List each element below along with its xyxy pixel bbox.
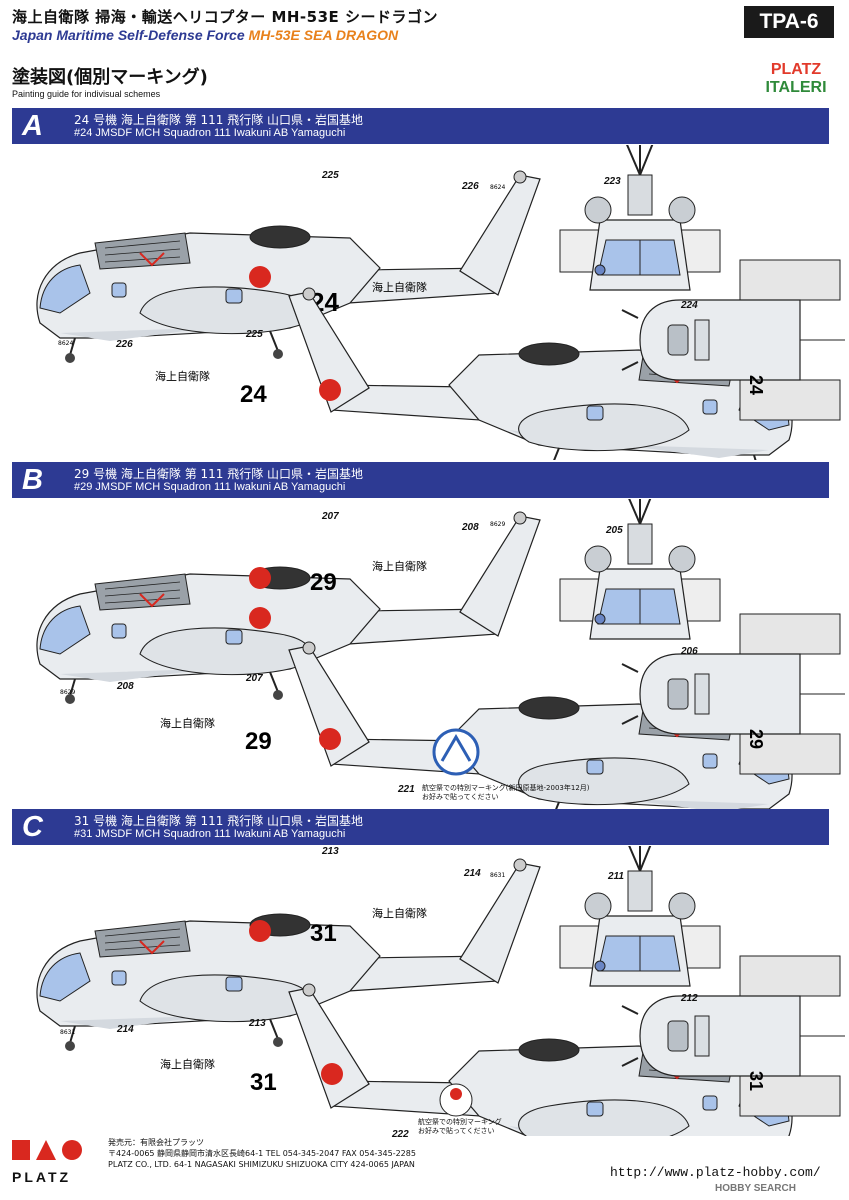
- publisher-info: 発売元：有限会社プラッツ 〒424-0065 静岡県静岡市清水区長崎64-1 T…: [108, 1137, 416, 1170]
- guide-title-jp: 塗装図(個別マーキング): [12, 67, 208, 88]
- lower-tail-serial: 8631: [60, 1029, 75, 1036]
- ref-211: 211: [608, 871, 624, 882]
- section-c-front-view: [559, 846, 721, 987]
- section-b-lower-overlay: 29 海上自衛隊 8629: [60, 689, 480, 776]
- lower-side-number: 24: [240, 381, 267, 408]
- section-b-front-view: [559, 499, 721, 640]
- section-a-lower-overlay: 24 海上自衛隊 8624: [58, 340, 341, 408]
- section-c-bottom-view: 31: [621, 955, 846, 1117]
- special-note-b: 航空祭での特別マーキング(新田原基地-2003年12月)お好みで貼ってください: [422, 784, 590, 802]
- section-c-title-jp: 31 号機 海上自衛隊 第 111 飛行隊 山口県・岩国基地: [74, 814, 364, 828]
- platz-footer-logo: PLATZ: [12, 1140, 92, 1185]
- page-title-jp: 海上自衛隊 掃海・輸送ヘリコプター MH-53E シードラゴン: [12, 8, 438, 26]
- section-b-title-jp: 29 号機 海上自衛隊 第 111 飛行隊 山口県・岩国基地: [74, 467, 364, 481]
- platz-logo-mark: [12, 1140, 82, 1160]
- section-a-letter: A: [22, 110, 43, 142]
- section-a-band: A 24 号機 海上自衛隊 第 111 飛行隊 山口県・岩国基地 #24 JMS…: [12, 108, 829, 144]
- tail-serial: 8629: [490, 521, 505, 528]
- publisher-line-1: 発売元：有限会社プラッツ: [108, 1138, 204, 1147]
- product-code-badge: TPA-6: [744, 6, 834, 38]
- ref-213-upper: 213: [322, 846, 339, 857]
- section-b-drawings: 29 海上自衛隊 8629 29 海上自衛隊 8629 29: [35, 499, 846, 809]
- lower-kanji: 海上自衛隊: [160, 716, 215, 730]
- ref-207-lower: 207: [246, 673, 263, 684]
- title-en-prefix: Japan Maritime Self-Defense Force: [12, 27, 245, 43]
- section-c-title-en: #31 JMSDF MCH Squadron 111 Iwakuni AB Ya…: [74, 828, 346, 840]
- section-b-band: B 29 号機 海上自衛隊 第 111 飛行隊 山口県・岩国基地 #29 JMS…: [12, 462, 829, 498]
- ref-222: 222: [392, 1129, 409, 1140]
- bottom-side-number: 29: [746, 729, 766, 749]
- section-c-upper-side-view: 31 海上自衛隊 8631: [35, 858, 542, 1052]
- website-link[interactable]: http://www.platz-hobby.com/: [610, 1165, 821, 1180]
- ref-207-upper: 207: [322, 511, 339, 522]
- brand-platz: PLATZ: [770, 61, 822, 78]
- lower-tail-serial: 8624: [58, 340, 73, 347]
- hinomaru-roundel: [249, 266, 271, 288]
- section-c-band: C 31 号機 海上自衛隊 第 111 飛行隊 山口県・岩国基地 #31 JMS…: [12, 809, 829, 845]
- page-title-en: Japan Maritime Self-Defense Force MH-53E…: [12, 27, 398, 43]
- ref-225-lower: 225: [246, 329, 263, 340]
- publisher-line-3: PLATZ CO., LTD. 64-1 NAGASAKI SHIMIZUKU …: [108, 1160, 415, 1169]
- lower-side-number: 31: [250, 1069, 277, 1096]
- tail-serial: 8631: [490, 872, 505, 879]
- bottom-side-number: 24: [746, 375, 766, 395]
- special-emblem-221: [432, 728, 480, 776]
- section-a-upper-side-view: 24 海上自衛隊 8624: [35, 170, 542, 364]
- ref-214-lower: 214: [117, 1024, 134, 1035]
- lower-side-number: 29: [245, 728, 272, 755]
- section-b-bottom-view: 29: [621, 613, 846, 775]
- ref-226-upper: 226: [462, 181, 479, 192]
- watermark: HOBBY SEARCH: [715, 1183, 796, 1194]
- platz-logo-word: PLATZ: [12, 1169, 72, 1185]
- ref-205: 205: [606, 525, 623, 536]
- side-number: 29: [310, 569, 337, 596]
- lower-kanji: 海上自衛隊: [155, 369, 210, 383]
- side-number: 31: [310, 920, 337, 947]
- special-note-b-line2: お好みで貼ってください: [422, 793, 499, 801]
- section-a-front-view: [559, 145, 721, 291]
- ref-213-lower: 213: [249, 1018, 266, 1029]
- lower-kanji: 海上自衛隊: [160, 1057, 215, 1071]
- special-note-b-line1: 航空祭での特別マーキング(新田原基地-2003年12月): [422, 784, 590, 792]
- ref-206: 206: [681, 646, 698, 657]
- kanji-marking: 海上自衛隊: [372, 906, 427, 920]
- ref-224: 224: [681, 300, 698, 311]
- section-a-bottom-view: 24: [621, 259, 846, 421]
- ref-221: 221: [398, 784, 415, 795]
- bottom-side-number: 31: [746, 1071, 766, 1091]
- section-a-drawings: 24 海上自衛隊 8624 24 海上自衛隊 8624 24: [35, 145, 846, 460]
- section-b-letter: B: [22, 464, 43, 496]
- section-c-lower-overlay: 31 海上自衛隊 8631: [60, 1029, 473, 1117]
- special-note-c-line2: お好みで貼ってください: [418, 1127, 495, 1135]
- ref-212: 212: [681, 993, 698, 1004]
- ref-223: 223: [604, 176, 621, 187]
- special-note-c-line1: 航空祭での特別マーキング: [418, 1118, 502, 1126]
- guide-title-en: Painting guide for indivisual schemes: [12, 89, 161, 99]
- section-b-upper-side-view: 29 海上自衛隊 8629: [35, 511, 542, 705]
- section-c-drawings: 31 海上自衛隊 8631 31 海上自衛隊 8631 31: [35, 846, 846, 1136]
- tail-serial: 8624: [490, 184, 505, 191]
- lower-tail-serial: 8629: [60, 689, 75, 696]
- section-a-title-jp: 24 号機 海上自衛隊 第 111 飛行隊 山口県・岩国基地: [74, 113, 364, 127]
- ref-226-lower: 226: [116, 339, 133, 350]
- publisher-line-2: 〒424-0065 静岡県静岡市清水区長崎64-1 TEL 054-345-20…: [108, 1149, 416, 1158]
- kanji-marking: 海上自衛隊: [372, 559, 427, 573]
- title-en-model: MH-53E SEA DRAGON: [248, 27, 399, 43]
- ref-214-upper: 214: [464, 868, 481, 879]
- ref-208-upper: 208: [462, 522, 479, 533]
- ref-225-upper: 225: [322, 170, 339, 181]
- section-c-letter: C: [22, 811, 43, 843]
- brand-italeri: ITALERI: [765, 79, 827, 96]
- kanji-marking: 海上自衛隊: [372, 280, 427, 294]
- ref-208-lower: 208: [117, 681, 134, 692]
- section-a-title-en: #24 JMSDF MCH Squadron 111 Iwakuni AB Ya…: [74, 127, 346, 139]
- section-b-title-en: #29 JMSDF MCH Squadron 111 Iwakuni AB Ya…: [74, 481, 346, 493]
- special-note-c: 航空祭での特別マーキングお好みで貼ってください: [418, 1118, 502, 1136]
